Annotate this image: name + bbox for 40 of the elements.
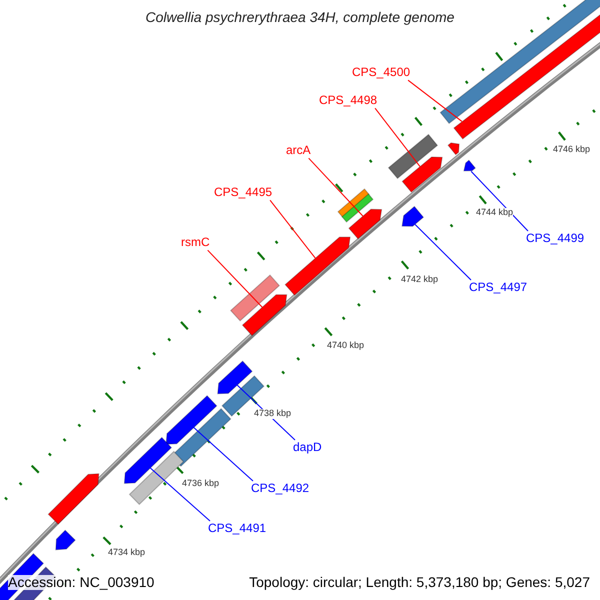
- leader-line: [470, 170, 528, 232]
- gene-feature: [348, 208, 382, 240]
- gene-feature: [124, 436, 172, 484]
- leader-line: [408, 80, 462, 122]
- gene-label: rsmC: [181, 236, 210, 250]
- scale-label: 4742 kbp: [401, 275, 438, 285]
- scale-label: 4738 kbp: [254, 409, 292, 419]
- gene-feature: [55, 530, 76, 550]
- scale-label: 4744 kbp: [476, 208, 514, 218]
- leader-line: [308, 158, 364, 217]
- accession-text: Accession: NC_003910: [8, 575, 154, 590]
- gene-feature: [284, 236, 351, 296]
- scale-label: 4734 kbp: [108, 548, 146, 558]
- gene-feature: [402, 156, 443, 193]
- gene-feature: [402, 206, 424, 227]
- gene-label: dapD: [293, 441, 322, 454]
- leader-line: [207, 250, 263, 308]
- scale-label: 4736 kbp: [182, 479, 220, 489]
- gene-label: CPS_4500: [352, 66, 410, 80]
- gene-feature: [48, 473, 100, 525]
- gene-feature: [463, 160, 476, 172]
- gene-feature: [447, 142, 460, 156]
- gene-label: CPS_4499: [526, 232, 584, 246]
- scale-label: 4740 kbp: [327, 341, 364, 351]
- gene-feature: [166, 395, 218, 445]
- gene-label: CPS_4498: [319, 94, 378, 108]
- gene-label: CPS_4497: [469, 281, 528, 294]
- gene-label: CPS_4495: [214, 186, 272, 200]
- genome-info-text: Topology: circular; Length: 5,373,180 bp; Genes: 5,027: [249, 575, 590, 590]
- leader-line: [150, 467, 210, 522]
- leader-line: [374, 108, 420, 168]
- gene-feature: [217, 360, 253, 394]
- gene-label: CPS_4492: [251, 482, 310, 496]
- gene-label: arcA: [286, 144, 311, 158]
- leader-line: [193, 427, 254, 482]
- title: Colwellia psychrerythraea 34H, complete genome: [146, 9, 454, 25]
- leader-line: [414, 224, 472, 280]
- gene-feature: [242, 294, 288, 336]
- gene-label: CPS_4491: [208, 522, 266, 536]
- leader-line: [270, 200, 316, 259]
